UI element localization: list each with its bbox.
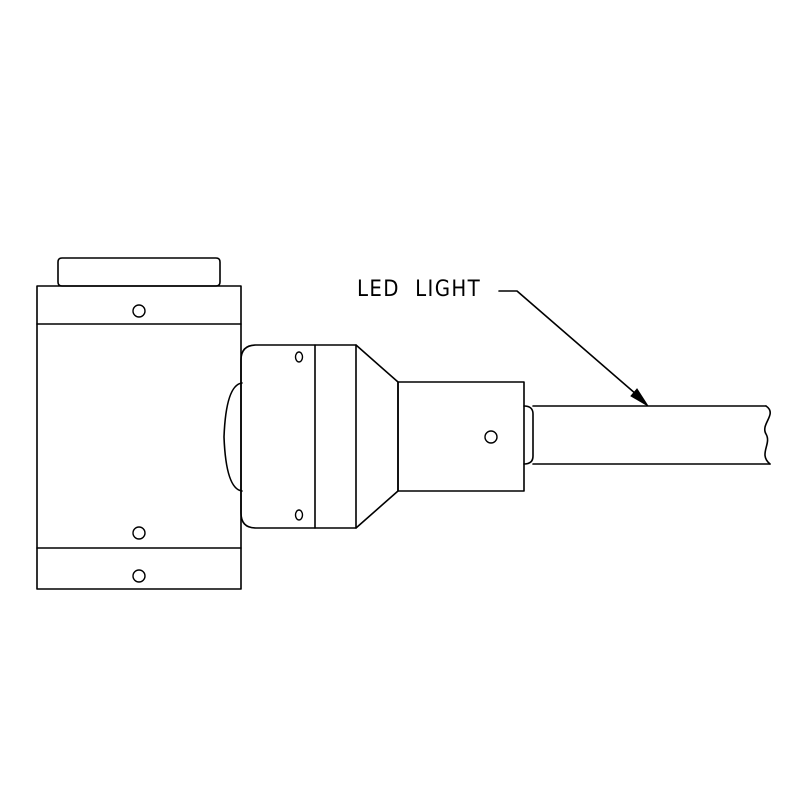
mount-hole-middle (132, 526, 146, 540)
mount-top-cap (57, 257, 221, 287)
mounting-block (36, 285, 242, 590)
led-light-callout-label: LED LIGHT (357, 277, 482, 302)
mount-hole-top (132, 304, 146, 318)
head-screw-bottom (294, 509, 304, 521)
leader-line (498, 290, 645, 402)
collar-outline (397, 381, 525, 492)
mount-block-outline (36, 285, 242, 590)
head-screw-top (294, 351, 304, 363)
tube-break-line (763, 405, 772, 465)
light-tube (523, 405, 772, 465)
collar-hole (484, 430, 498, 444)
mount-hole-bottom (132, 569, 146, 583)
tapered-neck (355, 344, 399, 529)
collar (397, 381, 525, 492)
light-head (240, 344, 357, 529)
head-housing-outline (240, 344, 357, 529)
leader-arrowhead (630, 388, 649, 407)
tube-transition (523, 405, 534, 465)
lens-dome (223, 382, 243, 492)
callout-leader (498, 290, 649, 407)
